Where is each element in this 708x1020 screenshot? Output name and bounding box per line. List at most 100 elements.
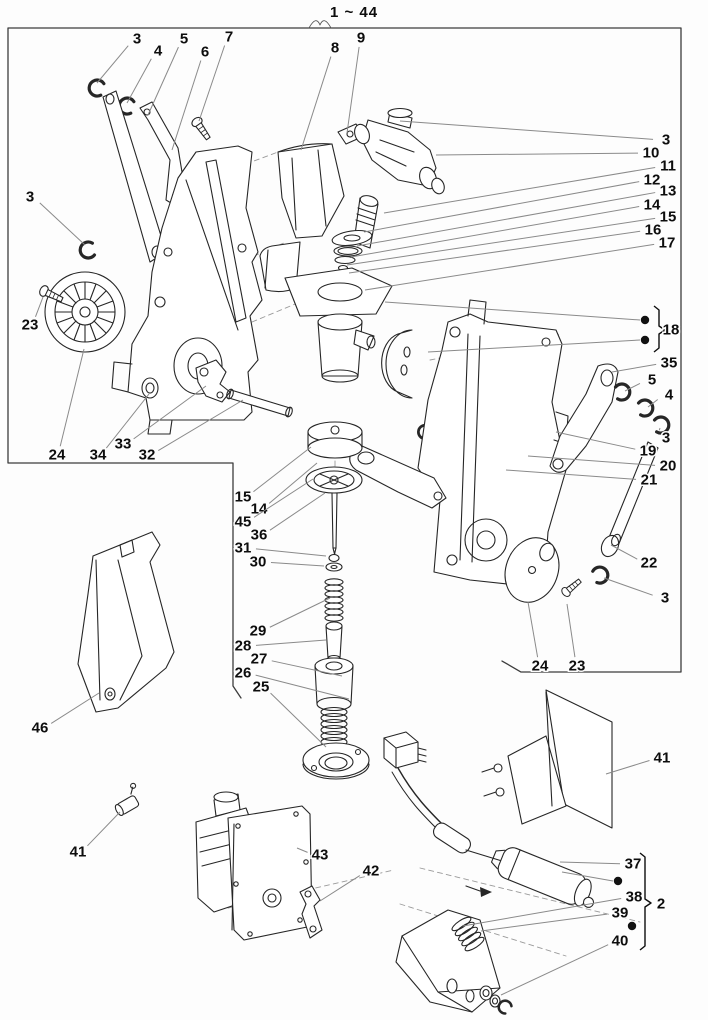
link-33 — [195, 359, 231, 403]
callout-label-20-21: 20 — [660, 458, 677, 475]
leader-line — [480, 913, 608, 932]
callout-label-15-13: 15 — [660, 209, 677, 226]
callout-label-37-49: 37 — [625, 856, 642, 873]
leader-line — [50, 692, 100, 724]
callout-label-31-37: 31 — [235, 540, 252, 557]
callout-label-33-31: 33 — [115, 436, 132, 453]
funnel-8 — [277, 143, 345, 239]
callout-label-11-9: 11 — [660, 158, 676, 175]
callout-label-21-22: 21 — [641, 472, 658, 489]
callout-label-38-50: 38 — [626, 889, 643, 906]
leader-line — [435, 152, 639, 156]
leader-line — [364, 243, 655, 291]
callout-label-8-5: 8 — [331, 40, 339, 57]
flange-base — [302, 742, 370, 780]
leader-line — [350, 206, 640, 258]
callout-label-5-2: 5 — [180, 31, 188, 48]
callout-label-36-36: 36 — [251, 527, 268, 544]
half-clamp — [381, 329, 413, 399]
group-plate-17 — [284, 267, 393, 317]
disc-12 — [331, 229, 373, 247]
bracket-38 — [395, 909, 501, 1013]
leader-line — [35, 296, 44, 318]
callout-label-41-48: 41 — [654, 750, 671, 767]
leader-line — [346, 217, 656, 266]
callout-label-27-41: 27 — [251, 651, 268, 668]
leader-line — [527, 601, 539, 658]
callout-label-6-3: 6 — [201, 44, 209, 61]
callout-label-34-30: 34 — [90, 447, 107, 464]
callout-label-15-33: 15 — [235, 489, 252, 506]
leader-line — [348, 230, 641, 274]
callout-label-4-18: 4 — [665, 387, 674, 404]
leader-line — [268, 462, 318, 504]
spring-29 — [324, 578, 344, 622]
callout-label-7-4: 7 — [225, 29, 233, 46]
clip-41-left — [114, 782, 140, 816]
leader-line — [500, 944, 609, 996]
leader-line — [270, 692, 327, 748]
callout-label-26-42: 26 — [235, 665, 252, 682]
callout-label-40-52: 40 — [612, 933, 629, 950]
callout-label-32-32: 32 — [139, 447, 156, 464]
ring-13 — [333, 245, 363, 257]
leader-line — [611, 363, 657, 373]
spring-25 — [320, 706, 348, 748]
leader-line — [87, 811, 121, 847]
bracket-41-right — [481, 689, 613, 829]
callout-label-28-40: 28 — [235, 638, 252, 655]
callout-label-39-51: 39 — [612, 905, 629, 922]
leader-line — [658, 427, 661, 431]
leader-line — [505, 469, 637, 480]
rod-22 — [600, 441, 659, 558]
bullet-marker — [627, 921, 637, 931]
leader-line — [39, 202, 86, 246]
leader-line — [624, 382, 641, 392]
leader-line — [383, 166, 656, 214]
arm-42 — [299, 885, 323, 939]
leader-line — [462, 898, 622, 927]
leader-line — [300, 56, 332, 151]
leader-line — [271, 660, 343, 677]
frame-plate-right — [417, 299, 569, 589]
callout-label-41-45: 41 — [70, 844, 87, 861]
callout-label-3-0: 3 — [133, 31, 141, 48]
microswitch-connector — [383, 731, 427, 769]
leader-line — [171, 60, 202, 151]
callout-label-14-34: 14 — [251, 501, 268, 518]
callout-label-13-11: 13 — [660, 183, 677, 200]
callout-label-24-29: 24 — [49, 447, 66, 464]
leader-line — [566, 603, 576, 658]
direction-arrow — [465, 885, 492, 897]
gear-45-36 — [305, 466, 363, 494]
leader-line — [559, 861, 621, 865]
leader-line — [59, 348, 85, 447]
leader-line — [255, 639, 327, 646]
leader-line — [527, 455, 656, 466]
group-label-18: 18 — [663, 322, 680, 339]
bullet-marker — [640, 315, 650, 325]
cable — [391, 767, 503, 862]
ring-14 — [334, 255, 356, 265]
leader-line — [253, 446, 312, 493]
callout-label-46-44: 46 — [32, 720, 49, 737]
leader-line — [399, 120, 654, 140]
nut-31 — [328, 553, 340, 563]
pin-32 — [226, 388, 293, 418]
rings-40 — [479, 985, 514, 1017]
callout-label-5-17: 5 — [648, 372, 656, 389]
callout-label-29-39: 29 — [250, 623, 267, 640]
callout-label-10-8: 10 — [643, 145, 660, 162]
leader-line — [610, 544, 638, 560]
callout-label-14-12: 14 — [644, 197, 661, 214]
callout-label-9-6: 9 — [357, 30, 365, 47]
callout-label-3-7: 3 — [662, 132, 670, 149]
bracket-46 — [77, 531, 175, 713]
leader-line — [296, 847, 308, 853]
leader-line — [147, 46, 179, 116]
frame-plate-left — [111, 145, 263, 435]
leader-line — [253, 478, 314, 518]
